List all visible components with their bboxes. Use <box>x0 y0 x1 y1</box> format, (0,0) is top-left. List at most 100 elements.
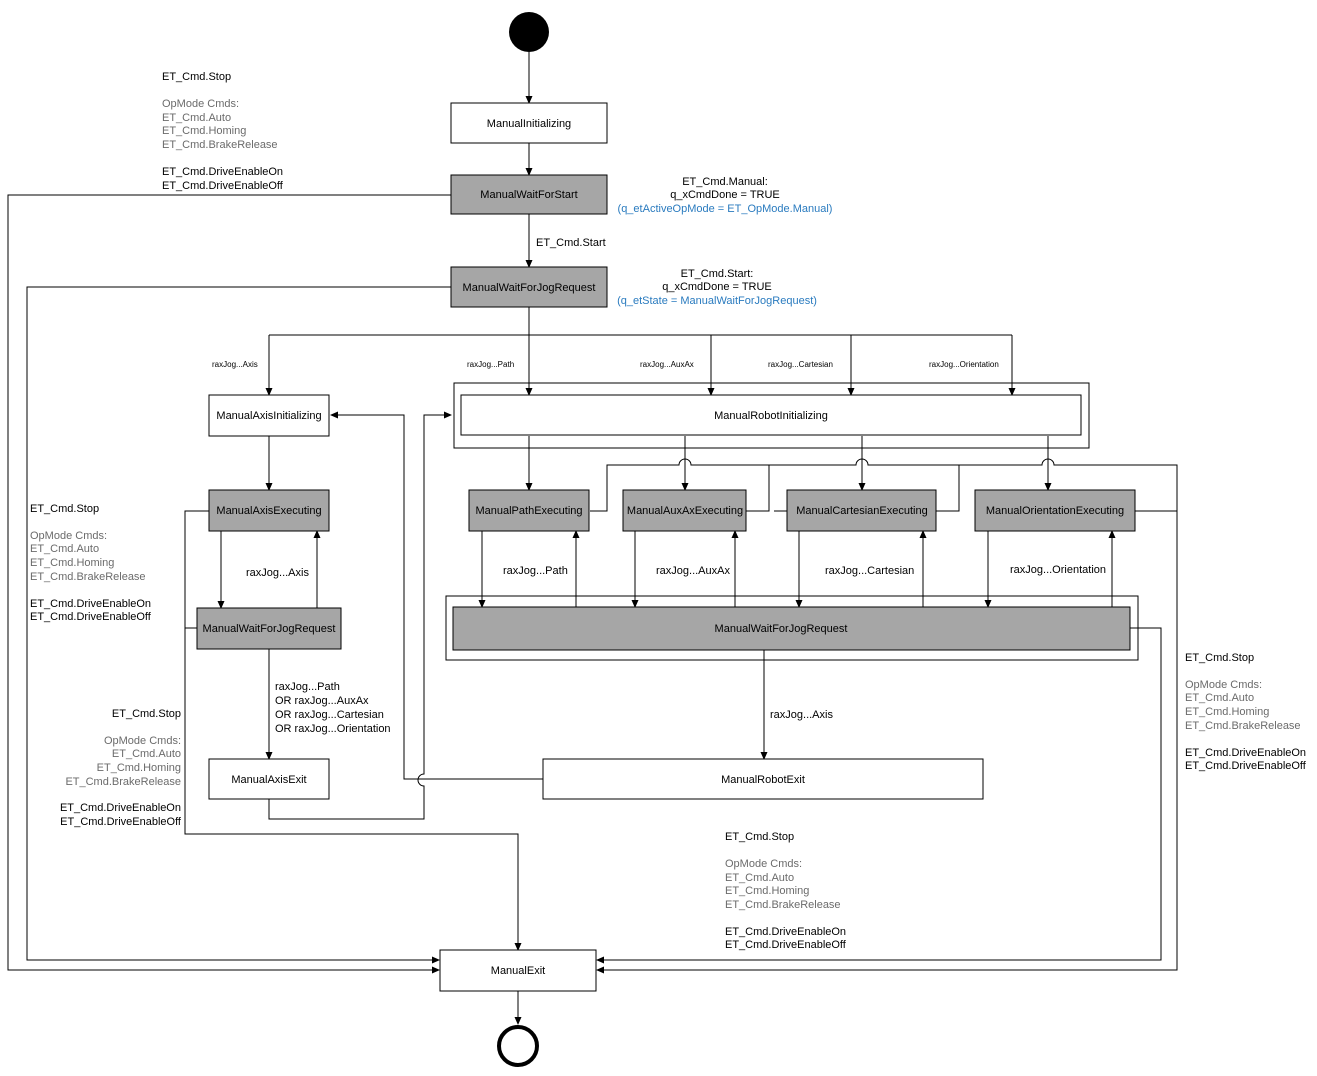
state-manual-robot-initializing: ManualRobotInitializing <box>460 394 1082 436</box>
svg-text:ET_Cmd.Homing: ET_Cmd.Homing <box>725 885 809 897</box>
label-fork-path: raxJog...Path <box>467 360 514 369</box>
svg-text:ET_Cmd.Auto: ET_Cmd.Auto <box>112 748 181 760</box>
state-manual-axis-exit: ManualAxisExit <box>208 758 330 800</box>
state-manual-axis-executing: ManualAxisExecuting <box>208 489 330 532</box>
svg-text:ManualWaitForStart: ManualWaitForStart <box>480 189 577 201</box>
svg-text:ManualInitializing: ManualInitializing <box>487 118 571 130</box>
label-raxjog-cartesian: raxJog...Cartesian <box>825 565 914 577</box>
exit-block-left: ET_Cmd.Stop OpMode Cmds: ET_Cmd.Auto ET_… <box>30 503 152 623</box>
svg-text:ManualRobotInitializing: ManualRobotInitializing <box>714 410 828 422</box>
svg-text:ManualAxisInitializing: ManualAxisInitializing <box>216 410 321 422</box>
edge-robotexit-to-axisinit <box>330 411 543 780</box>
label-fork-orientation: raxJog...Orientation <box>929 360 999 369</box>
state-manual-auxax-executing: ManualAuxAxExecuting <box>622 489 747 532</box>
svg-text:ManualPathExecuting: ManualPathExecuting <box>475 505 582 517</box>
state-manual-robot-exit: ManualRobotExit <box>542 758 984 800</box>
svg-text:ET_Cmd.DriveEnableOn: ET_Cmd.DriveEnableOn <box>1185 747 1306 759</box>
svg-text:ET_Cmd.DriveEnableOff: ET_Cmd.DriveEnableOff <box>162 180 284 192</box>
svg-text:ET_Cmd.BrakeRelease: ET_Cmd.BrakeRelease <box>30 571 146 583</box>
state-manual-wait-for-jog-request: ManualWaitForJogRequest <box>450 266 608 308</box>
label-axis-exit-condition: raxJog...Path OR raxJog...AuxAx OR raxJo… <box>275 681 391 735</box>
state-manual-robot-wait-for-jog-request: ManualWaitForJogRequest <box>452 606 1131 651</box>
label-raxjog-path: raxJog...Path <box>503 565 568 577</box>
edge-waitforjog-to-exit <box>26 286 451 964</box>
label-fork-auxax: raxJog...AuxAx <box>640 360 694 369</box>
svg-text:OpMode Cmds:: OpMode Cmds: <box>30 530 107 542</box>
label-fork-cartesian: raxJog...Cartesian <box>768 360 833 369</box>
edge-robotwait-to-exit <box>596 627 1162 964</box>
label-et-cmd-start: ET_Cmd.Start <box>536 237 606 249</box>
state-manual-axis-initializing: ManualAxisInitializing <box>208 394 330 437</box>
svg-text:ET_Cmd.Homing: ET_Cmd.Homing <box>30 557 114 569</box>
svg-text:ET_Cmd.Stop: ET_Cmd.Stop <box>1185 652 1254 664</box>
svg-text:ET_Cmd.DriveEnableOn: ET_Cmd.DriveEnableOn <box>725 926 846 938</box>
svg-text:ET_Cmd.Auto: ET_Cmd.Auto <box>162 112 231 124</box>
svg-text:ET_Cmd.Stop: ET_Cmd.Stop <box>725 831 794 843</box>
exit-block-left-bottom: ET_Cmd.Stop OpMode Cmds: ET_Cmd.Auto ET_… <box>60 708 182 828</box>
state-manual-wait-for-start: ManualWaitForStart <box>450 174 608 215</box>
svg-text:ManualWaitForJogRequest: ManualWaitForJogRequest <box>203 623 336 635</box>
svg-text:ET_Cmd.DriveEnableOn: ET_Cmd.DriveEnableOn <box>60 802 181 814</box>
state-manual-axis-wait-for-jog-request: ManualWaitForJogRequest <box>196 607 342 650</box>
exit-block-center: ET_Cmd.Stop OpMode Cmds: ET_Cmd.Auto ET_… <box>725 831 847 951</box>
edge-axis-exec-left <box>184 510 209 629</box>
edge-axis-to-exit <box>184 628 522 951</box>
svg-text:ET_Cmd.Start:: ET_Cmd.Start: <box>681 268 754 280</box>
svg-text:ManualRobotExit: ManualRobotExit <box>721 774 805 786</box>
svg-text:OpMode Cmds:: OpMode Cmds: <box>104 735 181 747</box>
svg-text:ET_Cmd.Homing: ET_Cmd.Homing <box>162 125 246 137</box>
state-manual-orientation-executing: ManualOrientationExecuting <box>974 489 1136 532</box>
label-raxjog-auxax: raxJog...AuxAx <box>656 565 730 577</box>
edge-waitforstart-to-exit <box>7 194 451 974</box>
svg-text:ManualAuxAxExecuting: ManualAuxAxExecuting <box>627 505 743 517</box>
svg-text:ET_Cmd.Auto: ET_Cmd.Auto <box>1185 692 1254 704</box>
svg-text:OR raxJog...AuxAx: OR raxJog...AuxAx <box>275 695 369 707</box>
transition-lines <box>7 52 1178 1025</box>
svg-text:ManualWaitForJogRequest: ManualWaitForJogRequest <box>715 623 848 635</box>
exit-block-right: ET_Cmd.Stop OpMode Cmds: ET_Cmd.Auto ET_… <box>1185 652 1307 772</box>
robot-wait-group-frame <box>445 595 1139 661</box>
svg-text:ET_Cmd.DriveEnableOn: ET_Cmd.DriveEnableOn <box>162 166 283 178</box>
svg-text:ET_Cmd.Manual:: ET_Cmd.Manual: <box>682 176 768 188</box>
svg-text:ET_Cmd.Homing: ET_Cmd.Homing <box>97 762 181 774</box>
edge-cart-orient-switch <box>959 458 1178 512</box>
svg-text:OpMode Cmds:: OpMode Cmds: <box>1185 679 1262 691</box>
svg-text:OR raxJog...Orientation: OR raxJog...Orientation <box>275 723 391 735</box>
svg-text:OpMode Cmds:: OpMode Cmds: <box>162 98 239 110</box>
exit-block-top-left: ET_Cmd.Stop OpMode Cmds: ET_Cmd.Auto ET_… <box>162 71 284 192</box>
svg-text:q_xCmdDone = TRUE: q_xCmdDone = TRUE <box>670 189 780 201</box>
svg-text:ET_Cmd.Stop: ET_Cmd.Stop <box>30 503 99 515</box>
svg-text:ET_Cmd.Homing: ET_Cmd.Homing <box>1185 706 1269 718</box>
svg-text:ManualAxisExit: ManualAxisExit <box>231 774 306 786</box>
svg-text:OpMode Cmds:: OpMode Cmds: <box>725 858 802 870</box>
svg-text:ET_Cmd.BrakeRelease: ET_Cmd.BrakeRelease <box>1185 720 1301 732</box>
svg-text:(q_etState = ManualWaitForJogR: (q_etState = ManualWaitForJogRequest) <box>617 295 817 307</box>
svg-text:ManualOrientationExecuting: ManualOrientationExecuting <box>986 505 1124 517</box>
edge-axisexit-to-robotinit <box>268 411 452 820</box>
svg-text:(q_etActiveOpMode = ET_OpMode.: (q_etActiveOpMode = ET_OpMode.Manual) <box>618 203 833 215</box>
svg-text:ET_Cmd.BrakeRelease: ET_Cmd.BrakeRelease <box>162 139 278 151</box>
state-manual-cartesian-executing: ManualCartesianExecuting <box>786 489 937 532</box>
edge-auxax-cart-switch <box>769 458 960 512</box>
robot-init-group-frame <box>453 382 1090 449</box>
svg-text:ManualExit: ManualExit <box>491 965 545 977</box>
initial-node <box>509 12 549 52</box>
svg-text:ManualCartesianExecuting: ManualCartesianExecuting <box>796 505 927 517</box>
label-raxjog-axis-robot-exit: raxJog...Axis <box>770 709 833 721</box>
svg-text:ET_Cmd.DriveEnableOff: ET_Cmd.DriveEnableOff <box>60 816 182 828</box>
svg-text:ET_Cmd.Auto: ET_Cmd.Auto <box>30 543 99 555</box>
svg-text:q_xCmdDone = TRUE: q_xCmdDone = TRUE <box>662 281 772 293</box>
state-manual-exit: ManualExit <box>439 949 597 992</box>
edge-right-to-exit <box>596 511 1178 974</box>
label-raxjog-axis: raxJog...Axis <box>246 567 309 579</box>
note-manual-done: ET_Cmd.Manual: q_xCmdDone = TRUE (q_etAc… <box>618 176 833 215</box>
svg-text:OR raxJog...Cartesian: OR raxJog...Cartesian <box>275 709 384 721</box>
label-raxjog-orientation: raxJog...Orientation <box>1010 564 1106 576</box>
svg-text:ManualWaitForJogRequest: ManualWaitForJogRequest <box>463 282 596 294</box>
svg-text:ET_Cmd.DriveEnableOff: ET_Cmd.DriveEnableOff <box>30 611 152 623</box>
svg-text:ET_Cmd.Auto: ET_Cmd.Auto <box>725 872 794 884</box>
svg-text:ET_Cmd.DriveEnableOff: ET_Cmd.DriveEnableOff <box>1185 760 1307 772</box>
state-manual-path-executing: ManualPathExecuting <box>468 489 590 532</box>
svg-text:ET_Cmd.BrakeRelease: ET_Cmd.BrakeRelease <box>65 776 181 788</box>
